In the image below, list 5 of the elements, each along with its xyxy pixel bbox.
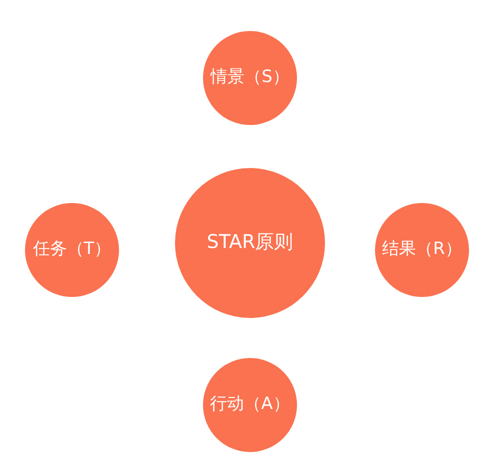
node-label: 任务（T） <box>32 239 112 261</box>
node-label: 行动（A） <box>210 394 290 416</box>
node-label: STAR原则 <box>206 231 294 255</box>
node-label: 情景（S） <box>210 67 290 89</box>
node-label: 结果（R） <box>382 239 462 261</box>
